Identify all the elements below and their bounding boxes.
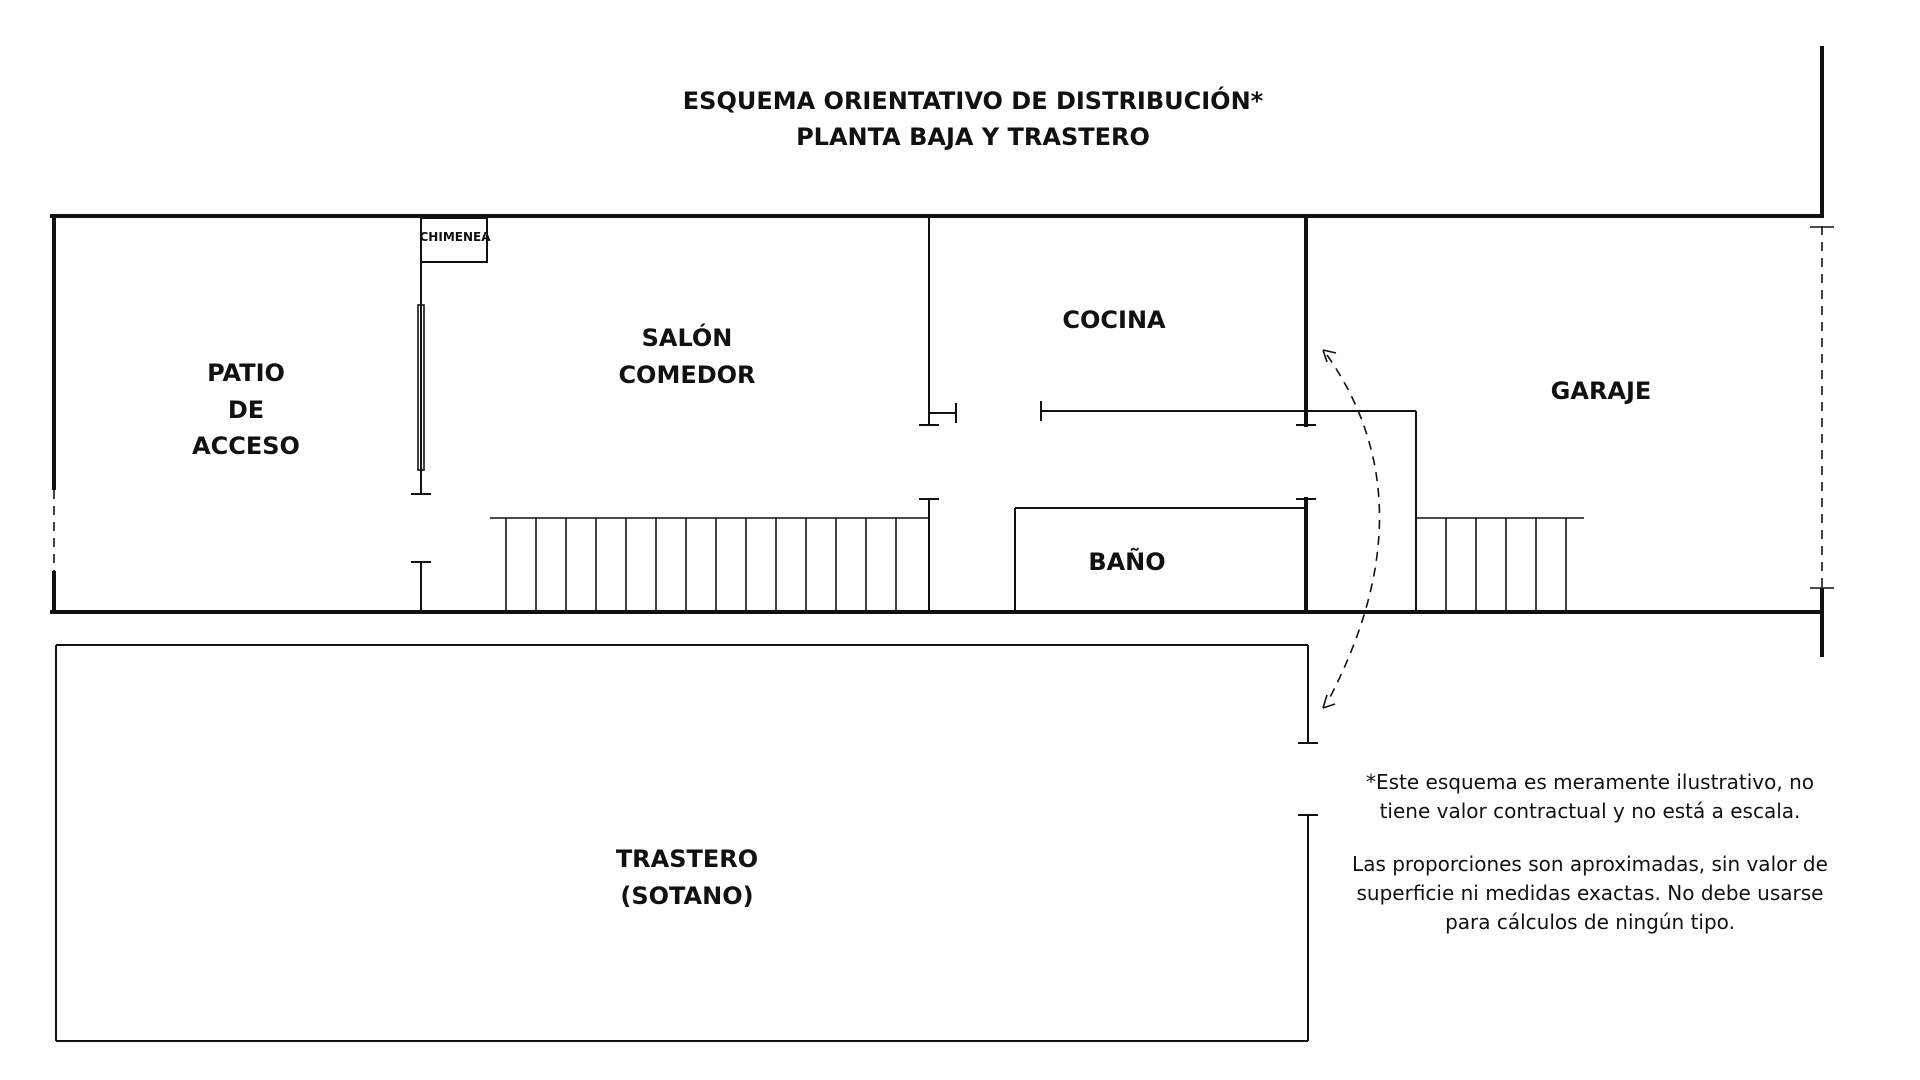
- salon-label-2: COMEDOR: [618, 361, 755, 389]
- patio-label-2: DE: [228, 396, 264, 424]
- bano-walls: [1014, 507, 1306, 612]
- cocina-label: COCINA: [1062, 306, 1166, 334]
- chimenea: CHIMENEA: [420, 217, 492, 263]
- salon-label-1: SALÓN: [642, 322, 733, 352]
- garaje-label: GARAJE: [1551, 377, 1652, 405]
- salon-stairs: [490, 517, 929, 612]
- cocina-wall: [1040, 401, 1417, 612]
- cocina-garaje-partition: [1296, 214, 1316, 614]
- plan-title-line2: PLANTA BAJA Y TRASTERO: [796, 123, 1150, 151]
- trastero-label-1: TRASTERO: [616, 845, 758, 873]
- patio-salon-partition: [411, 216, 431, 612]
- trastero-label-2: (SOTANO): [620, 882, 753, 910]
- chimenea-label: CHIMENEA: [420, 230, 492, 244]
- trastero-outline: [55, 644, 1318, 1042]
- garaje-stairs: [1416, 517, 1584, 612]
- ground-floor-outline: [50, 214, 1824, 614]
- patio-label-1: PATIO: [207, 359, 285, 387]
- plan-title-line1: ESQUEMA ORIENTATIVO DE DISTRIBUCIÓN*: [683, 85, 1264, 115]
- disclaimer-note: *Este esquema es meramente ilustrativo, …: [1340, 768, 1840, 961]
- salon-cocina-partition: [919, 216, 957, 612]
- bano-label: BAÑO: [1088, 547, 1165, 576]
- disclaimer-paragraph-1: *Este esquema es meramente ilustrativo, …: [1366, 770, 1814, 823]
- disclaimer-paragraph-2: Las proporciones son aproximadas, sin va…: [1352, 852, 1828, 934]
- stairs-connection-arrow: [1322, 349, 1381, 709]
- patio-label-3: ACCESO: [192, 432, 300, 460]
- right-boundary: [1810, 46, 1834, 657]
